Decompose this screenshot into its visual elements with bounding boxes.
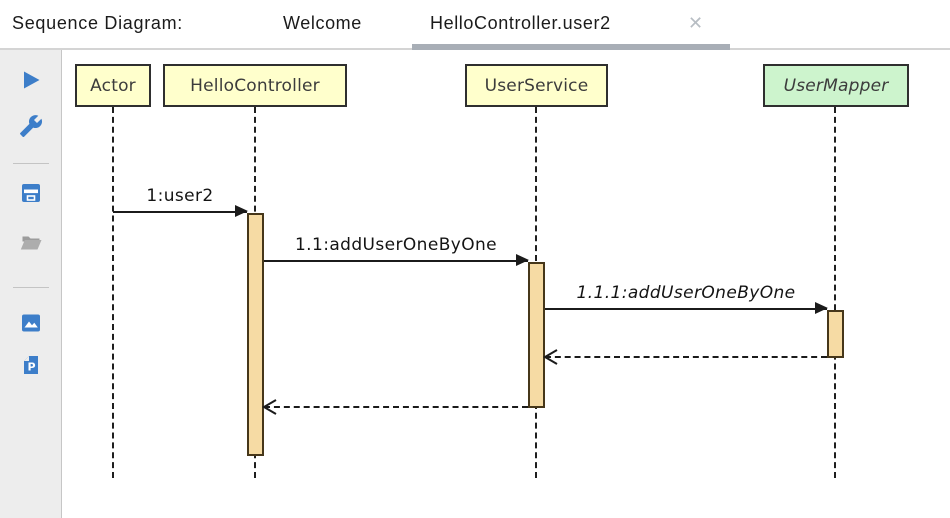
call-arrowhead-icon [815, 302, 828, 314]
export-image-button[interactable] [15, 309, 47, 341]
lifeline-actor [112, 107, 114, 478]
diagram-canvas[interactable]: Actor HelloController UserService UserMa… [62, 50, 950, 518]
tab-welcome[interactable]: Welcome [283, 13, 362, 33]
participant-hellocontroller[interactable]: HelloController [163, 64, 347, 107]
tab-hellocontroller-user2[interactable]: HelloController.user2 [430, 13, 611, 33]
wrench-icon [19, 114, 43, 143]
page-title: Sequence Diagram: [12, 13, 183, 33]
message-label[interactable]: 1.1.1:addUserOneByOne [576, 283, 796, 303]
folder-icon [19, 230, 43, 259]
toolbar-separator [13, 287, 49, 288]
run-button[interactable] [15, 66, 47, 98]
activation-userservice [528, 262, 545, 408]
image-icon [19, 311, 43, 340]
participant-label: Actor [90, 75, 136, 96]
participant-usermapper[interactable]: UserMapper [763, 64, 909, 107]
return-arrow-line [545, 356, 827, 358]
save-icon [19, 181, 43, 210]
active-tab-underline [412, 44, 730, 50]
tab-bar: Sequence Diagram: Welcome HelloControlle… [0, 0, 950, 50]
call-arrowhead-icon [235, 205, 248, 217]
call-arrow-line [264, 260, 528, 262]
lifeline-usermapper [834, 107, 836, 478]
play-icon [19, 68, 43, 97]
return-arrow-line [264, 406, 528, 408]
close-tab-icon[interactable]: ✕ [688, 13, 704, 33]
message-label[interactable]: 1.1:addUserOneByOne [294, 235, 498, 255]
call-arrow-line [545, 308, 827, 310]
save-button[interactable] [15, 179, 47, 211]
open-button[interactable] [15, 228, 47, 260]
activation-usermapper [827, 310, 844, 358]
participant-userservice[interactable]: UserService [465, 64, 608, 107]
svg-text:P: P [27, 360, 35, 373]
participant-label: HelloController [190, 75, 320, 96]
diagram-toolbar: P [0, 50, 62, 518]
call-arrowhead-icon [516, 254, 529, 266]
puml-file-icon: P [19, 353, 43, 382]
toolbar-separator [13, 163, 49, 164]
message-label[interactable]: 1:user2 [146, 186, 214, 206]
participant-label: UserService [484, 75, 589, 96]
settings-button[interactable] [15, 112, 47, 144]
activation-hellocontroller [247, 213, 264, 456]
participant-label: UserMapper [783, 75, 889, 96]
call-arrow-line [113, 211, 247, 213]
participant-actor[interactable]: Actor [75, 64, 151, 107]
export-plantuml-button[interactable]: P [15, 351, 47, 383]
